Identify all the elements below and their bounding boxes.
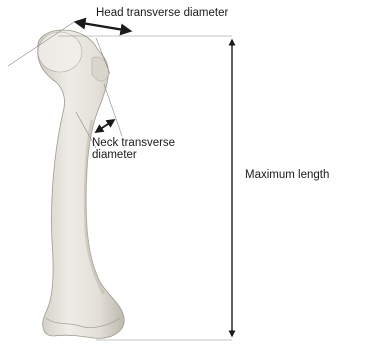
femur-outline <box>38 30 124 338</box>
head-diameter-arrow <box>76 22 130 31</box>
maximum-length-label: Maximum length <box>245 169 329 181</box>
neck-label-line2: diameter <box>92 149 175 161</box>
head-transverse-diameter-label: Head transverse diameter <box>96 7 228 19</box>
neck-label-line1: Neck transverse <box>92 137 175 149</box>
neck-diameter-arrow <box>96 120 114 132</box>
femur-bone <box>38 30 124 338</box>
femoral-head <box>38 32 82 72</box>
neck-transverse-diameter-label: Neck transverse diameter <box>92 137 175 161</box>
neck-guide-upper <box>104 84 122 136</box>
